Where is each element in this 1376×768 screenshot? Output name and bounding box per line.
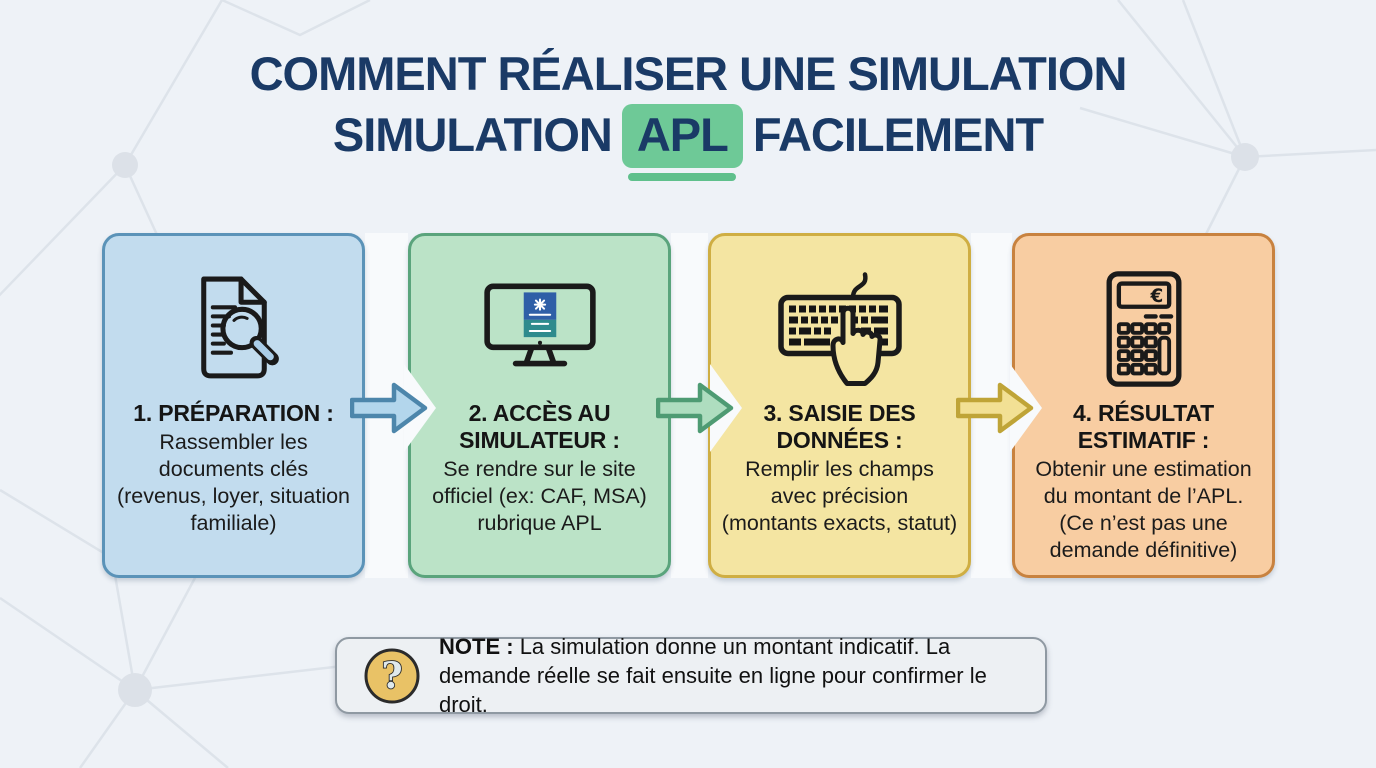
apl-underline xyxy=(628,173,737,181)
note-body: La simulation donne un montant indicatif… xyxy=(439,634,987,717)
arrow-step3-to-step4 xyxy=(956,364,1042,452)
arrow-step1-to-step2 xyxy=(350,364,436,452)
note-box: ? NOTE : La simulation donne un montant … xyxy=(335,634,1047,717)
step-card-2-acces-simulateur: 2. ACCÈS AU SIMULATEUR : Se rendre sur l… xyxy=(408,233,671,578)
question-mark-icon: ? xyxy=(364,648,420,703)
keyboard-typing-icon xyxy=(775,270,905,388)
title-block: COMMENT RÉALISER UNE SIMULATION SIMULATI… xyxy=(0,44,1376,181)
right-arrow-icon xyxy=(956,382,1034,434)
note-text: NOTE : La simulation donne un montant in… xyxy=(439,632,1027,719)
step-body: Obtenir une estimation du montant de l’A… xyxy=(1035,457,1252,562)
calculator-euro-icon: € xyxy=(1079,270,1209,388)
step-card-4-resultat-estimatif: € 4. RÉSULTAT ESTIMATIF : Obtenir une es… xyxy=(1012,233,1275,578)
step-title: 3. SAISIE DES DONNÉES : xyxy=(763,400,916,453)
note-label: NOTE : xyxy=(439,634,514,659)
title-line2-before: SIMULATION xyxy=(332,108,613,161)
step-body: Se rendre sur le site officiel (ex: CAF,… xyxy=(432,457,647,535)
title-line-1: COMMENT RÉALISER UNE SIMULATION xyxy=(249,47,1128,100)
right-arrow-icon xyxy=(656,382,734,434)
step-title: 2. ACCÈS AU SIMULATEUR : xyxy=(459,400,620,453)
monitor-caf-site-icon xyxy=(475,270,605,388)
title-line2-after: FACILEMENT xyxy=(752,108,1044,161)
arrow-step2-to-step3 xyxy=(656,364,742,452)
step-title: 1. PRÉPARATION : xyxy=(133,400,334,426)
question-mark-glyph: ? xyxy=(381,655,402,697)
right-arrow-icon xyxy=(350,382,428,434)
step-body: Remplir les champs avec précision (monta… xyxy=(721,457,958,535)
step-card-1-preparation: 1. PRÉPARATION : Rassembler les document… xyxy=(102,233,365,578)
document-search-icon xyxy=(169,270,299,388)
apl-highlight: APL xyxy=(621,104,743,181)
step-title: 4. RÉSULTAT ESTIMATIF : xyxy=(1073,400,1214,453)
step-body: Rassembler les documents clés (revenus, … xyxy=(116,430,351,535)
euro-symbol: € xyxy=(1149,286,1163,307)
apl-highlight-text: APL xyxy=(621,104,743,168)
